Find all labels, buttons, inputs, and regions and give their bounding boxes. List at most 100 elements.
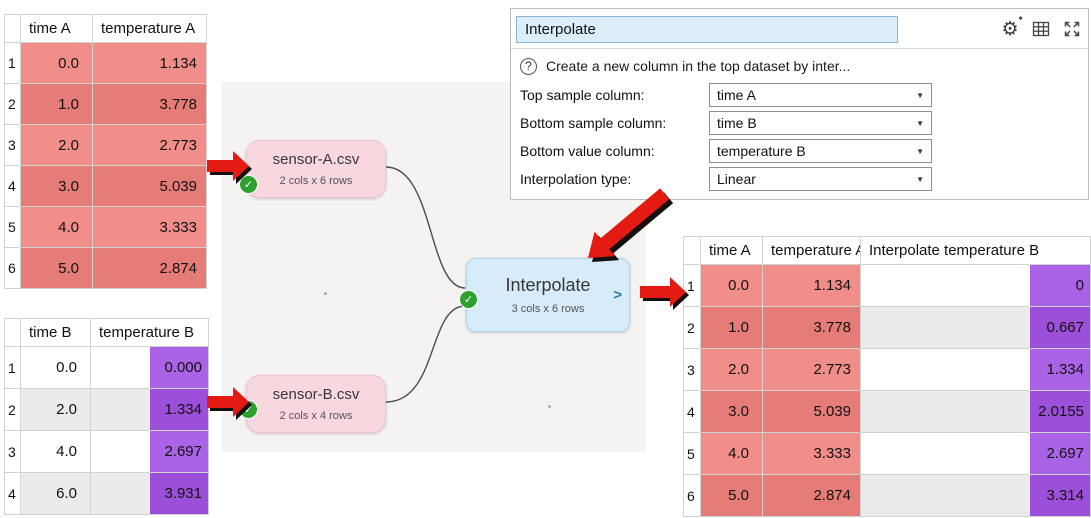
table-cell[interactable]: 2.0 bbox=[21, 125, 93, 166]
table-cell[interactable]: 3.314 bbox=[861, 475, 1091, 517]
table-cell[interactable]: 3.0 bbox=[701, 391, 763, 433]
output-port-chevron[interactable]: > bbox=[613, 286, 622, 304]
chevron-down-icon: ▼ bbox=[916, 146, 924, 156]
table-cell[interactable]: 4.0 bbox=[701, 433, 763, 475]
table-cell[interactable]: 1.0 bbox=[21, 84, 93, 125]
options-gear-icon[interactable]: ⚙✦ bbox=[1001, 14, 1024, 40]
table-cell[interactable]: 0.000 bbox=[91, 347, 209, 389]
column-header-temperature-a[interactable]: temperature A bbox=[763, 237, 861, 265]
node-title: sensor-B.csv bbox=[272, 386, 360, 403]
row-number[interactable]: 1 bbox=[684, 265, 701, 307]
node-title: sensor-A.csv bbox=[272, 151, 360, 168]
table-cell[interactable]: 3.0 bbox=[21, 166, 93, 207]
table-cell[interactable]: 2.697 bbox=[91, 431, 209, 473]
row-number[interactable]: 4 bbox=[684, 391, 701, 433]
row-number[interactable]: 2 bbox=[5, 389, 21, 431]
bottom-value-column-select[interactable]: temperature B ▼ bbox=[709, 139, 932, 163]
table-cell[interactable]: 1.134 bbox=[763, 265, 861, 307]
table-cell[interactable]: 3.333 bbox=[93, 207, 207, 248]
table-cell[interactable]: 2.0 bbox=[21, 389, 91, 431]
table-cell[interactable]: 3.931 bbox=[91, 473, 209, 515]
row-number[interactable]: 4 bbox=[5, 166, 21, 207]
table-cell[interactable]: 0.0 bbox=[21, 347, 91, 389]
highlighted-value: 0.667 bbox=[1030, 307, 1090, 348]
panel-title-bar: Interpolate ⚙✦ bbox=[516, 14, 1083, 44]
table-cell[interactable]: 5.0 bbox=[701, 475, 763, 517]
field-row-top-sample-column: Top sample column: time A ▼ bbox=[520, 83, 1080, 107]
column-header-time-a[interactable]: time A bbox=[701, 237, 763, 265]
table-cell[interactable]: 2.874 bbox=[93, 248, 207, 289]
table-cell[interactable]: 1.334 bbox=[91, 389, 209, 431]
highlighted-value: 2.0155 bbox=[1030, 391, 1090, 432]
node-interpolate[interactable]: Interpolate 3 cols x 6 rows ✓ > bbox=[459, 258, 630, 332]
expand-fullscreen-icon[interactable] bbox=[1061, 18, 1083, 40]
field-label: Bottom sample column: bbox=[520, 115, 667, 131]
node-subtitle: 2 cols x 4 rows bbox=[279, 410, 353, 422]
help-icon[interactable]: ? bbox=[520, 57, 537, 75]
row-number[interactable]: 2 bbox=[5, 84, 21, 125]
row-number[interactable]: 2 bbox=[684, 307, 701, 349]
column-header-time-b[interactable]: time B bbox=[21, 319, 91, 347]
table-cell[interactable]: 1.334 bbox=[861, 349, 1091, 391]
sparkle-icon: ✦ bbox=[1017, 14, 1024, 23]
table-cell[interactable]: 5.039 bbox=[763, 391, 861, 433]
table-cell[interactable]: 0 bbox=[861, 265, 1091, 307]
table-cell[interactable]: 2.697 bbox=[861, 433, 1091, 475]
table-cell[interactable]: 2.0155 bbox=[861, 391, 1091, 433]
table-cell[interactable]: 0.0 bbox=[701, 265, 763, 307]
highlighted-value: 2.697 bbox=[150, 431, 208, 472]
selected-value: Linear bbox=[717, 171, 756, 187]
table-cell[interactable]: 6.0 bbox=[21, 473, 91, 515]
highlighted-value: 3.314 bbox=[1030, 475, 1090, 516]
highlighted-value: 0.000 bbox=[150, 347, 208, 388]
table-cell[interactable]: 2.773 bbox=[763, 349, 861, 391]
table-cell[interactable]: 4.0 bbox=[21, 431, 91, 473]
column-header-temperature-b[interactable]: temperature B bbox=[91, 319, 209, 347]
bottom-sample-column-select[interactable]: time B ▼ bbox=[709, 111, 932, 135]
table-cell[interactable]: 5.0 bbox=[21, 248, 93, 289]
row-number[interactable]: 6 bbox=[684, 475, 701, 517]
transform-name-field[interactable]: Interpolate bbox=[516, 15, 898, 43]
panel-help-text: Create a new column in the top dataset b… bbox=[546, 58, 851, 74]
table-cell[interactable]: 5.039 bbox=[93, 166, 207, 207]
top-sample-column-select[interactable]: time A ▼ bbox=[709, 83, 932, 107]
table-cell[interactable]: 0.0 bbox=[21, 43, 93, 84]
node-sensor-a[interactable]: sensor-A.csv 2 cols x 6 rows ✓ bbox=[239, 140, 386, 198]
row-number[interactable]: 4 bbox=[5, 473, 21, 515]
status-ok-icon: ✓ bbox=[239, 400, 258, 419]
row-number[interactable]: 1 bbox=[5, 347, 21, 389]
highlighted-value: 1.334 bbox=[150, 389, 208, 430]
table-cell[interactable]: 3.778 bbox=[763, 307, 861, 349]
column-header-temperature-a[interactable]: temperature A bbox=[93, 15, 207, 43]
table-cell[interactable]: 1.0 bbox=[701, 307, 763, 349]
row-number[interactable]: 3 bbox=[684, 349, 701, 391]
table-cell[interactable]: 2.0 bbox=[701, 349, 763, 391]
corner-cell[interactable] bbox=[5, 319, 21, 347]
highlighted-value: 0 bbox=[1030, 265, 1090, 306]
table-cell[interactable]: 3.333 bbox=[763, 433, 861, 475]
column-header-interpolate-temperature-b[interactable]: Interpolate temperature B bbox=[861, 237, 1091, 265]
row-number[interactable]: 5 bbox=[684, 433, 701, 475]
table-cell[interactable]: 3.778 bbox=[93, 84, 207, 125]
corner-cell[interactable] bbox=[684, 237, 701, 265]
column-header-time-a[interactable]: time A bbox=[21, 15, 93, 43]
canvas-grid-dot bbox=[548, 405, 551, 408]
row-number[interactable]: 3 bbox=[5, 431, 21, 473]
grid-view-icon[interactable] bbox=[1030, 18, 1052, 40]
table-cell[interactable]: 1.134 bbox=[93, 43, 207, 84]
interpolation-type-select[interactable]: Linear ▼ bbox=[709, 167, 932, 191]
corner-cell[interactable] bbox=[5, 15, 21, 43]
annotation-arrow-to-result bbox=[640, 277, 689, 310]
field-label: Top sample column: bbox=[520, 87, 645, 103]
selected-value: time A bbox=[717, 87, 756, 103]
row-number[interactable]: 3 bbox=[5, 125, 21, 166]
row-number[interactable]: 5 bbox=[5, 207, 21, 248]
node-sensor-b[interactable]: sensor-B.csv 2 cols x 4 rows ✓ bbox=[239, 375, 386, 433]
table-cell[interactable]: 0.667 bbox=[861, 307, 1091, 349]
row-number[interactable]: 6 bbox=[5, 248, 21, 289]
table-cell[interactable]: 4.0 bbox=[21, 207, 93, 248]
dataset-a-table: time A temperature A 1 0.0 1.134 2 1.0 3… bbox=[4, 14, 207, 289]
row-number[interactable]: 1 bbox=[5, 43, 21, 84]
table-cell[interactable]: 2.874 bbox=[763, 475, 861, 517]
table-cell[interactable]: 2.773 bbox=[93, 125, 207, 166]
